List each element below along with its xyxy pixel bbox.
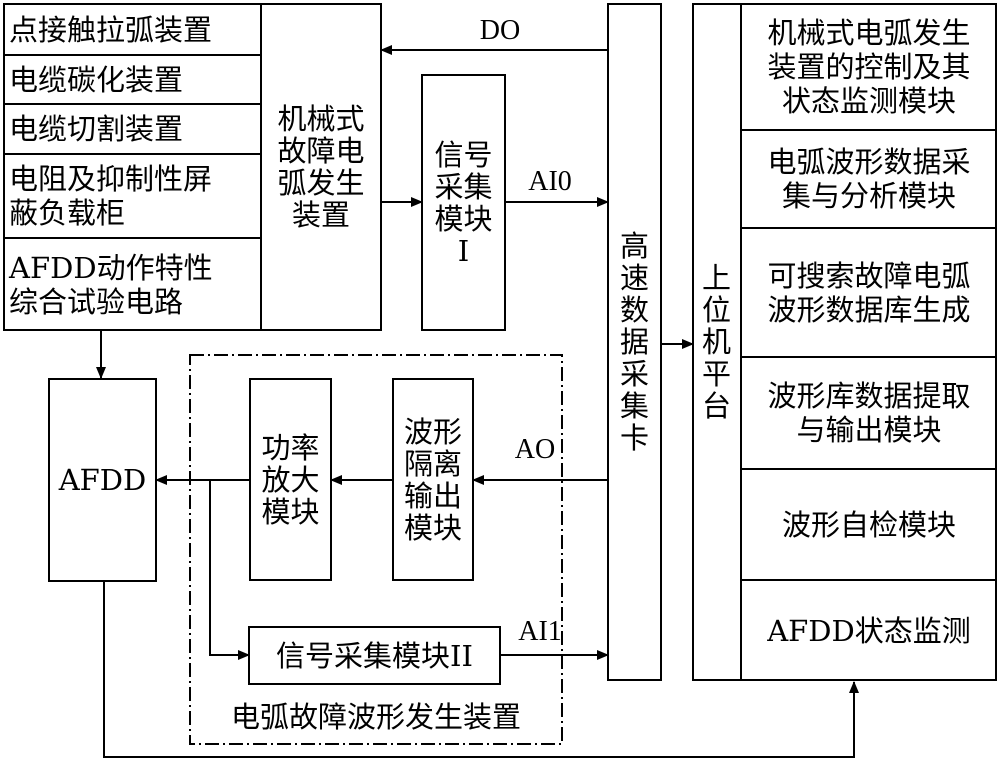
- host-divider-3: [741, 356, 996, 358]
- host-divider-5: [741, 579, 996, 581]
- host-divider-4: [741, 468, 996, 470]
- afdd-device: [48, 378, 157, 582]
- host-platform-divider: [740, 3, 742, 681]
- ao-label: AO: [514, 434, 556, 465]
- signal-acquisition-module-1-label: 信号 采集 模块 I: [434, 137, 493, 268]
- do-label: DO: [479, 15, 521, 46]
- waveform-isolated-output-module-label: 波形 隔离 输出 模块: [403, 414, 462, 545]
- ai0-label: AI0: [528, 166, 572, 197]
- power-amplifier-module-label: 功率 放大 模块: [261, 430, 320, 529]
- arc-generator-control-monitor-module: 机械式电弧发生 装置的控制及其 状态监测模块: [767, 15, 971, 118]
- cable-carbonization-device: 电缆碳化装置: [9, 63, 184, 97]
- ai1-label: AI1: [518, 616, 562, 647]
- divider-3: [3, 153, 261, 155]
- host-divider-1: [741, 129, 996, 131]
- searchable-waveform-database-generation: 可搜索故障电弧 波形数据库生成: [767, 258, 971, 327]
- waveform-self-check-module: 波形自检模块: [781, 507, 956, 542]
- signal-acquisition-module-2: [248, 626, 501, 685]
- afdd-label: AFDD: [58, 463, 147, 497]
- divider-1: [3, 54, 261, 56]
- waveform-isolated-output-module: [392, 378, 474, 581]
- signal-acquisition-module-1: [421, 74, 506, 331]
- waveform-database-extract-output-module: 波形库数据提取 与输出模块: [767, 379, 971, 447]
- high-speed-daq-card-label: 高 速 数 据 采 集 卡: [619, 229, 649, 455]
- branch-to-acq2-arrow: [209, 480, 250, 660]
- arc-fault-waveform-generator-caption: 电弧故障波形发生装置: [230, 700, 521, 734]
- high-speed-daq-card: [607, 3, 662, 681]
- arc-wave-generator-boundary: [189, 354, 563, 745]
- divider-4: [3, 237, 261, 239]
- host-platform: [692, 3, 997, 681]
- signal-acquisition-module-2-label: 信号采集模块II: [276, 638, 473, 673]
- point-contact-arc-device: 点接触拉弧装置: [9, 13, 213, 47]
- cable-cutting-device: 电缆切割装置: [9, 112, 184, 146]
- arc-waveform-acquisition-analysis-module: 电弧波形数据采 集与分析模块: [767, 145, 971, 213]
- host-platform-label: 上 位 机 平 台: [701, 261, 731, 423]
- divider-2: [3, 103, 261, 105]
- mechanical-arc-generator-box: [260, 3, 382, 331]
- afdd-state-monitoring: AFDD状态监测: [767, 614, 971, 648]
- afdd-to-monitor-arrow: [103, 581, 859, 758]
- resistive-inhibitory-load-cabinet: 电阻及抑制性屏 蔽负载柜: [9, 162, 213, 230]
- mechanical-arc-generator-label: 机械式 故障电 弧发生 装置: [277, 102, 365, 232]
- power-amplifier-module: [249, 378, 332, 581]
- host-divider-2: [741, 227, 996, 229]
- afdd-characteristic-test-circuit: AFDD动作特性 综合试验电路: [9, 251, 213, 319]
